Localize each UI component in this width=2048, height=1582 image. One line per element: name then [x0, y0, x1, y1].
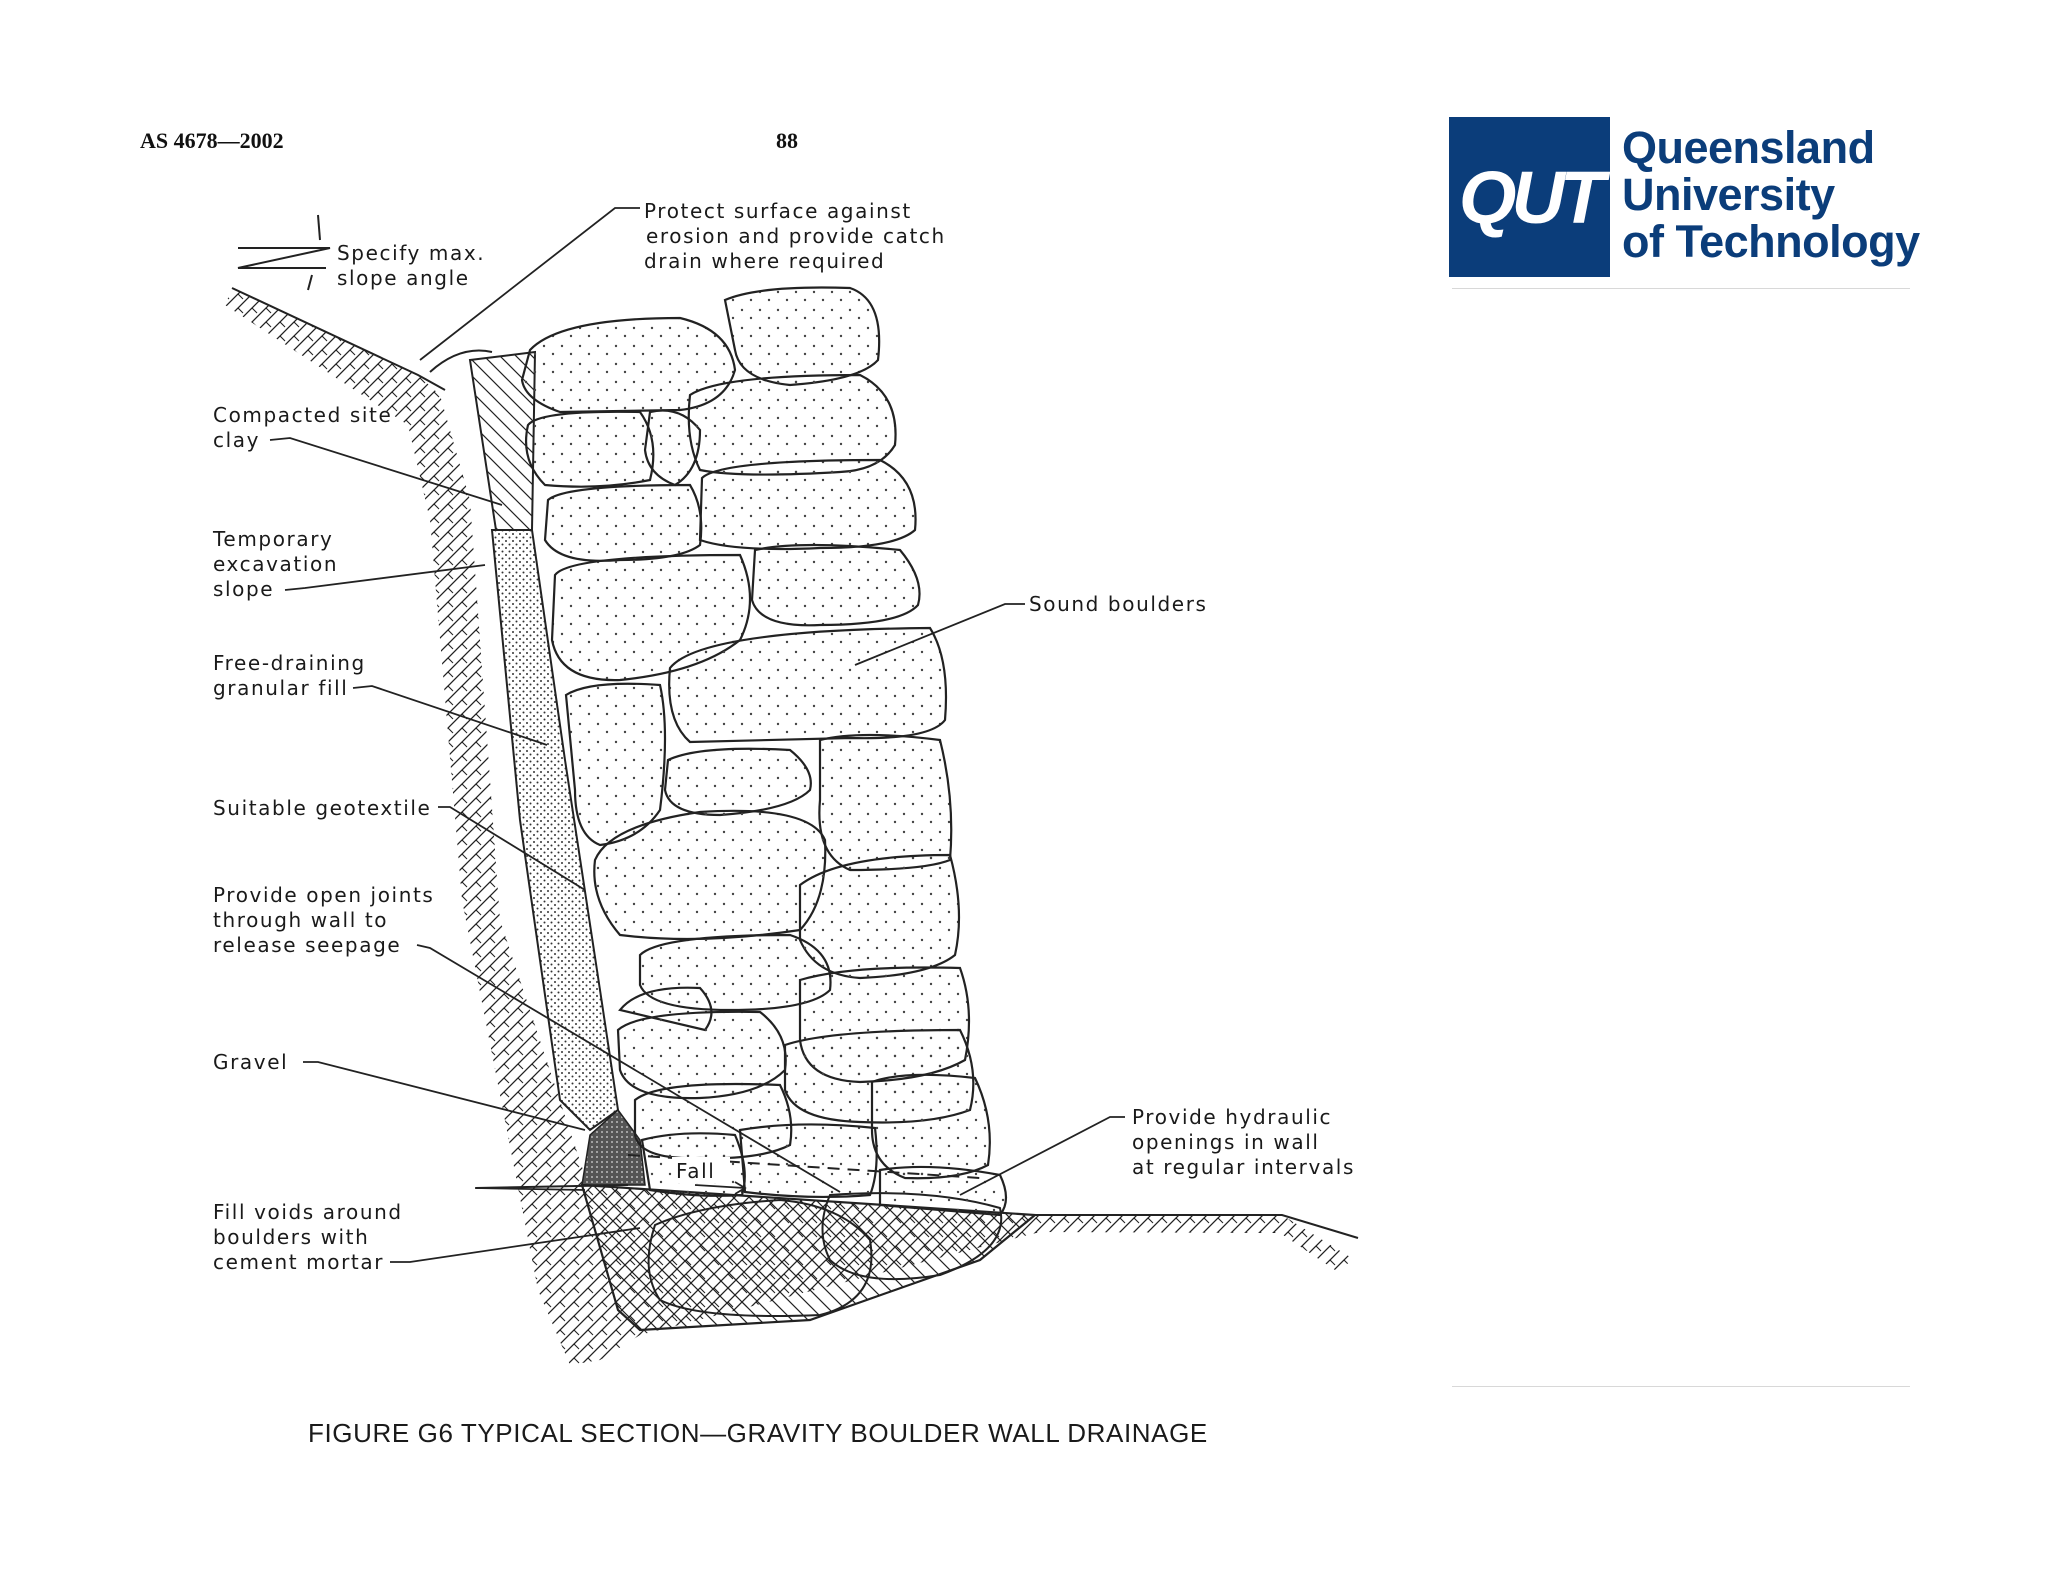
svg-text:erosion and provide catch: erosion and provide catch: [646, 224, 946, 248]
divider-bottom: [1452, 1386, 1910, 1387]
boulder: [738, 1123, 878, 1199]
boulder: [524, 410, 655, 488]
qut-logo-wordmark: Queensland University of Technology: [1622, 124, 1920, 265]
callout-gravel: Gravel: [213, 1050, 288, 1074]
callout-compacted-clay: Compacted site clay: [213, 403, 392, 452]
mortar-footing: [580, 1183, 1038, 1332]
svg-text:clay: clay: [213, 428, 260, 452]
callout-geotextile: Suitable geotextile: [213, 796, 431, 820]
svg-text:drain where required: drain where required: [644, 249, 885, 273]
slope-angle-marker: [237, 214, 331, 291]
callout-hydraulic-openings: Provide hydraulic openings in wall at re…: [1132, 1105, 1355, 1179]
svg-text:excavation: excavation: [213, 552, 338, 576]
callout-granular-fill: Free-draining granular fill: [213, 651, 366, 700]
boulder: [663, 747, 812, 817]
svg-text:openings in wall: openings in wall: [1132, 1130, 1320, 1154]
divider-top: [1452, 288, 1910, 289]
boulder: [723, 286, 881, 387]
svg-text:slope: slope: [213, 577, 274, 601]
logo-line-3: of Technology: [1622, 216, 1920, 267]
callout-excavation-slope: Temporary excavation slope: [212, 527, 338, 601]
boulder: [750, 543, 921, 627]
boulder: [520, 316, 737, 414]
svg-text:Free-draining: Free-draining: [213, 651, 366, 675]
svg-text:Protect surface against: Protect surface against: [644, 199, 912, 223]
figure-caption: FIGURE G6 TYPICAL SECTION—GRAVITY BOULDE…: [308, 1418, 1208, 1448]
svg-text:Compacted site: Compacted site: [213, 403, 392, 427]
svg-text:granular fill: granular fill: [213, 676, 348, 700]
boulder: [564, 682, 667, 847]
svg-text:Provide hydraulic: Provide hydraulic: [1132, 1105, 1332, 1129]
boulder: [870, 1073, 991, 1180]
boulder: [593, 809, 827, 941]
callout-protect-surface: Protect surface against erosion and prov…: [644, 199, 946, 273]
svg-text:cement mortar: cement mortar: [213, 1250, 384, 1274]
svg-text:Temporary: Temporary: [212, 527, 333, 551]
callout-cement-mortar: Fill voids around boulders with cement m…: [213, 1200, 403, 1274]
leader-lines: [269, 207, 1125, 1263]
callout-open-joints: Provide open joints through wall to rele…: [213, 883, 434, 957]
fall-label: Fall: [676, 1159, 715, 1183]
svg-text:at regular intervals: at regular intervals: [1132, 1155, 1355, 1179]
boulder: [687, 373, 897, 476]
boulder: [698, 458, 917, 551]
boulder: [543, 483, 703, 562]
qut-logo-mark: QUT: [1449, 117, 1610, 277]
svg-text:slope angle: slope angle: [337, 266, 470, 290]
svg-text:through wall to: through wall to: [213, 908, 388, 932]
svg-text:boulders with: boulders with: [213, 1225, 369, 1249]
callout-sound-boulders: Sound boulders: [1029, 592, 1208, 616]
site-soil-band: [225, 288, 1355, 1365]
svg-text:Fill voids around: Fill voids around: [213, 1200, 403, 1224]
callout-slope-angle: Specify max. slope angle: [337, 241, 485, 290]
gravel-zone: [581, 1108, 646, 1186]
logo-line-2: University: [1622, 169, 1835, 220]
sound-boulders: [520, 286, 1008, 1217]
boulder: [818, 733, 953, 872]
svg-text:release seepage: release seepage: [213, 933, 401, 957]
svg-text:Provide open joints: Provide open joints: [213, 883, 434, 907]
logo-line-1: Queensland: [1622, 122, 1875, 173]
page-number: 88: [776, 128, 798, 153]
standard-number: AS 4678—2002: [140, 128, 284, 153]
svg-text:Specify max.: Specify max.: [337, 241, 485, 265]
boulder: [643, 409, 702, 487]
